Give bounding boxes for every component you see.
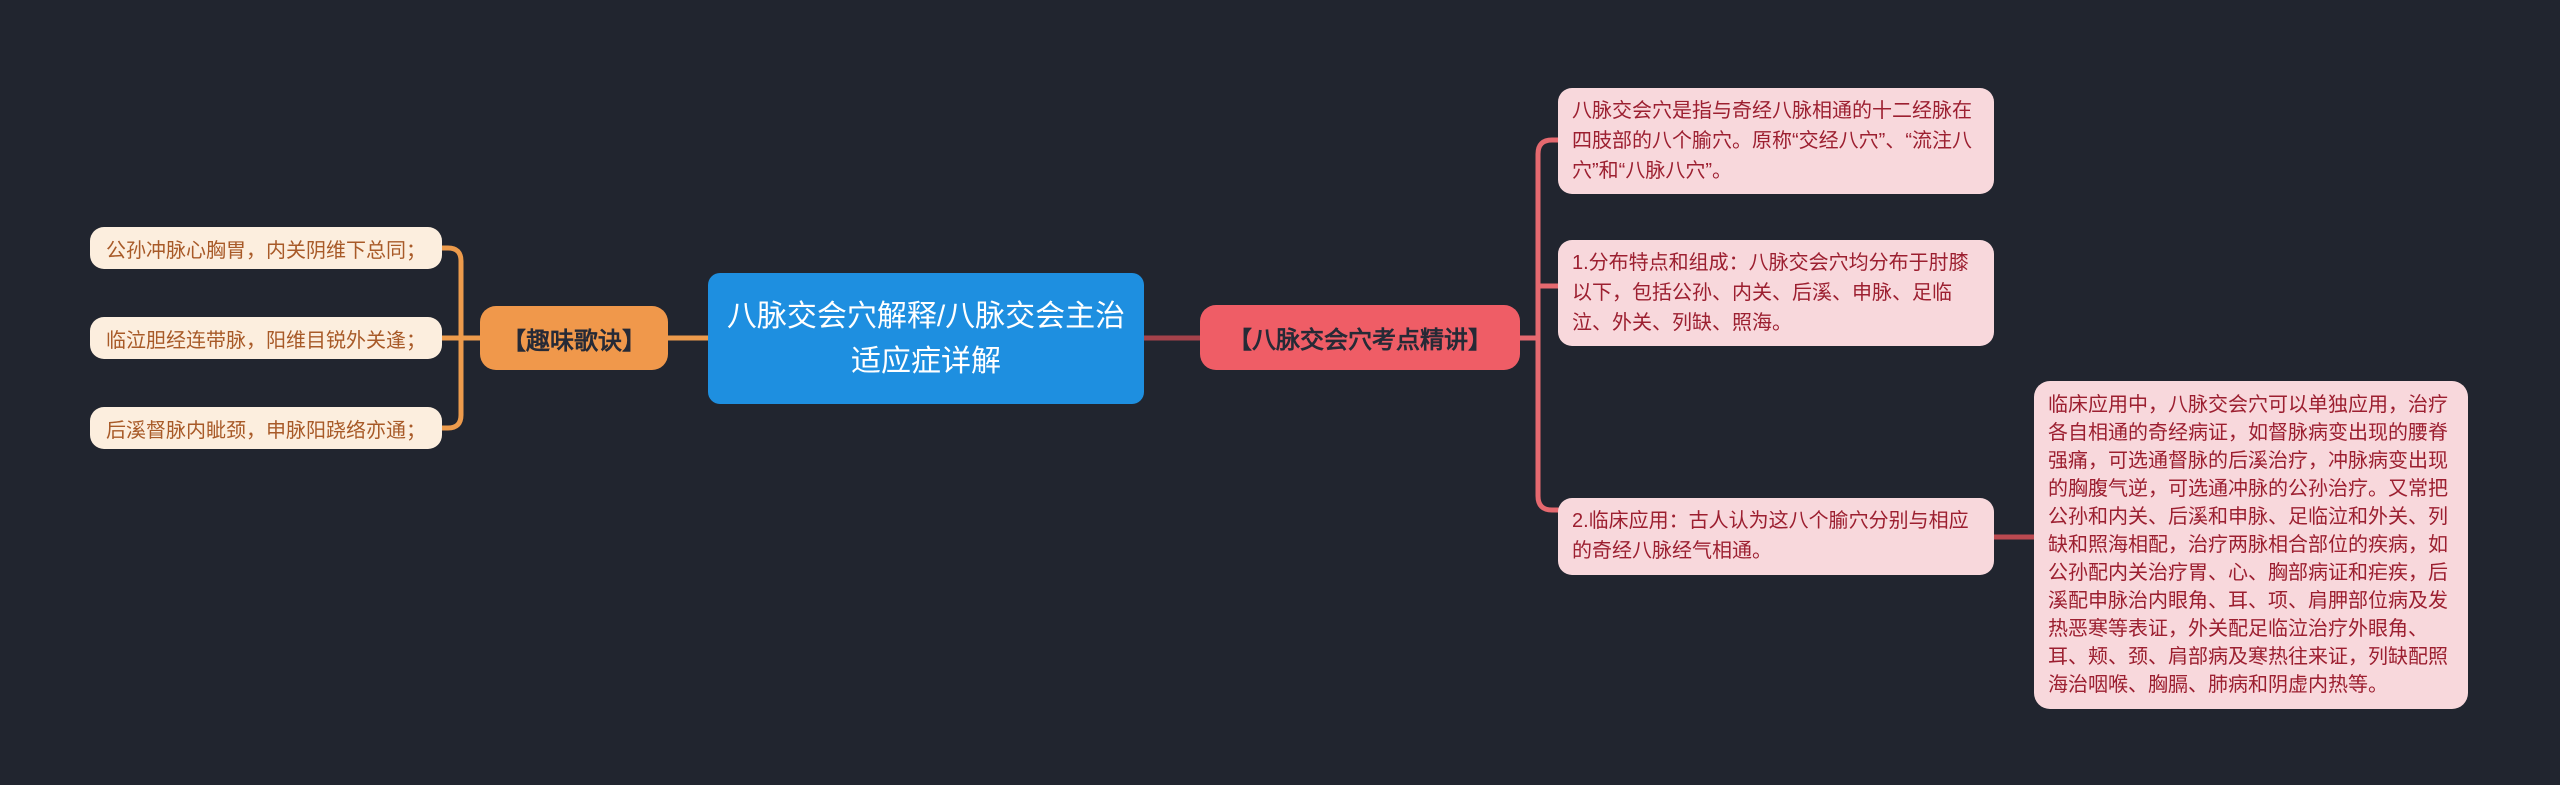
clinical-detail-node[interactable]: 临床应用中，八脉交会穴可以单独应用，治疗各自相通的奇经病证，如督脉病变出现的腰脊…: [2034, 381, 2468, 709]
branch-label-keypoints[interactable]: 【八脉交会穴考点精讲】: [1200, 305, 1520, 370]
verse-node-2[interactable]: 临泣胆经连带脉，阳维目锐外关逢；: [90, 317, 442, 359]
verse-node-1[interactable]: 公孙冲脉心胸胃，内关阴维下总同；: [90, 227, 442, 269]
point-node-clinical[interactable]: 2.临床应用：古人认为这八个腧穴分别与相应的奇经八脉经气相通。: [1558, 498, 1994, 575]
point-node-definition[interactable]: 八脉交会穴是指与奇经八脉相通的十二经脉在四肢部的八个腧穴。原称“交经八穴”、“流…: [1558, 88, 1994, 194]
point-node-distribution[interactable]: 1.分布特点和组成：八脉交会穴均分布于肘膝以下，包括公孙、内关、后溪、申脉、足临…: [1558, 240, 1994, 346]
connector-right-bracket: [1535, 137, 1561, 513]
branch-label-verse[interactable]: 【趣味歌诀】: [480, 306, 668, 370]
center-topic-node[interactable]: 八脉交会穴解释/八脉交会主治适应症详解: [708, 273, 1144, 404]
verse-node-3[interactable]: 后溪督脉内眦颈，申脉阳跷络亦通；: [90, 407, 442, 449]
